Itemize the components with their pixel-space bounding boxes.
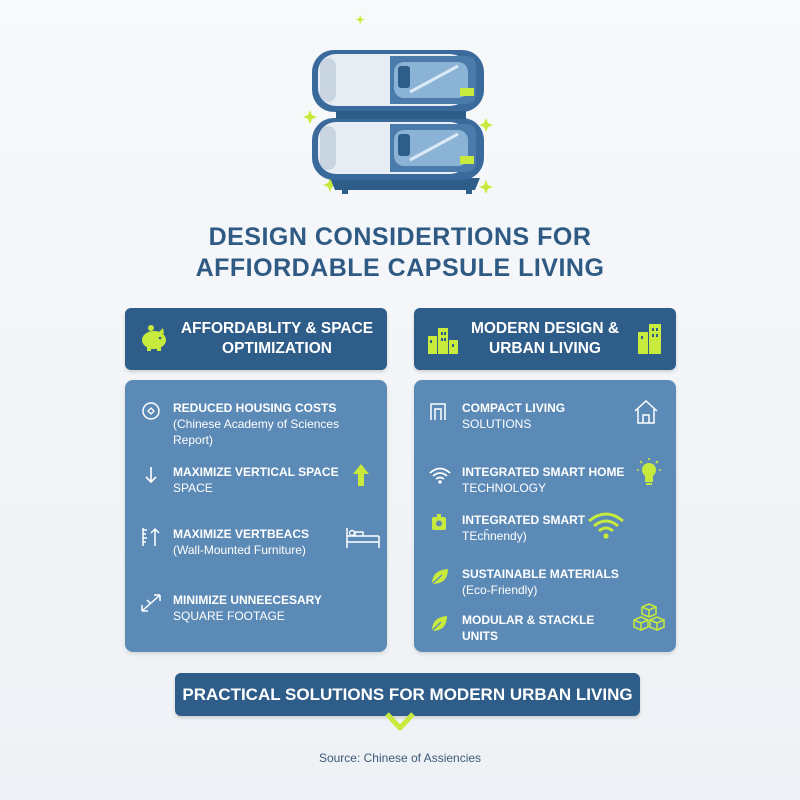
item-title: INTEGRATED SMART HOME	[462, 465, 625, 479]
affordability-header: AFFORDABLITY & SPACE OPTIMIZATION	[125, 308, 387, 370]
sparkle-icons	[303, 14, 493, 194]
item-title: MODULAR & STACKLE UNITS	[462, 613, 595, 643]
item-subtitle: TEcĥnendy)	[462, 529, 527, 543]
item-title: MAXIMIZE VERTICAL SPACE	[173, 465, 339, 479]
arrow-up-icon	[353, 464, 369, 486]
page-title: DESIGN CONSIDERTIONS FOR AFFIORDABLE CAP…	[0, 222, 800, 284]
capsule-pods-illustration	[303, 14, 493, 194]
piggy-coin-icon	[142, 402, 160, 420]
bed-icon	[346, 528, 380, 548]
practical-solutions-banner: PRACTICAL SOLUTIONS FOR MODERN URBAN LIV…	[175, 673, 640, 716]
cubes-icon	[633, 603, 665, 631]
leaf-icon	[431, 569, 448, 585]
item-title: REDUCED HOUSING COSTS	[173, 401, 337, 415]
wifi-large-icon	[588, 512, 624, 539]
shrink-arrows-icon	[141, 594, 161, 612]
house-icon	[634, 399, 658, 424]
affordability-header-label: AFFORDABLITY & SPACE OPTIMIZATION	[180, 320, 374, 357]
source-note: Source: Chinese of Assiencies	[318, 751, 482, 765]
affordability-column: AFFORDABLITY & SPACE OPTIMIZATION REDUCE…	[125, 308, 387, 652]
modern-design-header-label: MODERN DESIGN & URBAN LIVING	[470, 320, 620, 357]
piggy-bank-icon	[142, 325, 166, 351]
leaf-small-icon	[431, 616, 447, 632]
lightbulb-icon	[637, 458, 661, 485]
item-subtitle: SQUARE FOOTAGE	[173, 609, 285, 623]
item-title: COMPACT LIVING	[462, 401, 566, 415]
chevron-down-icon	[385, 712, 415, 731]
modern-design-header: MODERN DESIGN & URBAN LIVING	[414, 308, 676, 370]
item-subtitle: (Wall-Mounted Furniture)	[173, 543, 306, 557]
door-frame-icon	[430, 403, 446, 420]
city-buildings-icon	[638, 324, 661, 354]
item-title: INTEGRATED SMART	[462, 513, 586, 527]
item-subtitle: SPACE	[173, 481, 213, 495]
ruler-arrow-icon	[142, 527, 160, 546]
item-subtitle: TECHNOLOGY	[462, 481, 547, 495]
upper-pod	[312, 50, 484, 112]
affordability-panel: REDUCED HOUSING COSTS (Chinese Academy o…	[125, 380, 387, 652]
title-line-1: DESIGN CONSIDERTIONS FOR	[208, 223, 592, 251]
lower-pod	[312, 118, 484, 180]
modern-design-panel: COMPACT LIVING SOLUTIONS INTEGRATED SMAR…	[414, 380, 676, 652]
item-subtitle: (Eco-Friendly)	[462, 583, 538, 597]
smart-device-icon	[432, 514, 446, 530]
item-title: MAXIMIZE VERTBEACS	[173, 527, 310, 541]
title-line-2: AFFIORDABLE CAPSULE LIVING	[195, 254, 605, 282]
item-subtitle: (Chinese Academy of Sciences Report)	[173, 417, 340, 447]
item-title: SUSTAINABLE MATERIALS	[462, 567, 619, 581]
arrow-down-icon	[145, 467, 157, 484]
wifi-icon	[429, 467, 451, 484]
city-buildings-icon	[428, 328, 458, 354]
modern-design-column: MODERN DESIGN & URBAN LIVING COMPACT LIV…	[414, 308, 676, 652]
item-title: MINIMIZE UNNEECESARY	[173, 593, 322, 607]
item-subtitle: SOLUTIONS	[462, 417, 532, 431]
